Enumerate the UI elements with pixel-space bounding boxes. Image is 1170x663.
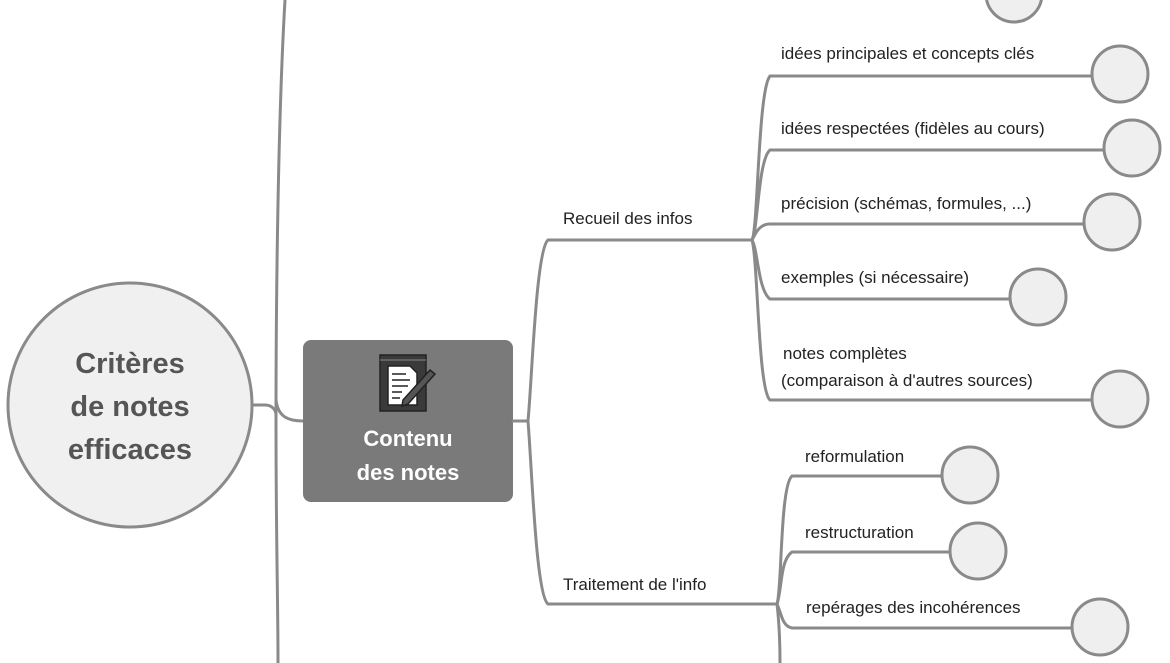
checkbox-circle[interactable] xyxy=(948,521,1008,581)
branch-label[interactable]: Traitement de l'info xyxy=(563,575,706,594)
root-title-line: Critères xyxy=(75,348,185,380)
root-node: Critères de notes efficaces xyxy=(6,281,254,529)
branch-line-traitement xyxy=(526,419,779,606)
root-connector xyxy=(250,403,278,417)
leaf-label[interactable]: idées respectées (fidèles au cours) xyxy=(781,119,1045,138)
checkbox-circle[interactable] xyxy=(1102,118,1162,178)
leaf-label[interactable]: précision (schémas, formules, ...) xyxy=(781,194,1031,213)
trunk-line xyxy=(274,0,287,663)
root-title-line: efficaces xyxy=(68,434,192,466)
checkbox-circle[interactable] xyxy=(1008,267,1068,327)
branch-label[interactable]: Recueil des infos xyxy=(563,209,692,228)
main-node[interactable]: Contenu des notes xyxy=(303,340,513,502)
checkbox-circle[interactable] xyxy=(985,0,1043,24)
main-node-title-line: des notes xyxy=(357,460,460,485)
checkbox-circle[interactable] xyxy=(1082,192,1142,252)
recueil-leaves: idées principales et concepts clés idées… xyxy=(750,44,1162,429)
root-title-line: de notes xyxy=(70,391,189,423)
leaf-label[interactable]: restructuration xyxy=(805,523,914,542)
leaf-label[interactable]: (comparaison à d'autres sources) xyxy=(781,371,1033,390)
main-node-connector xyxy=(274,398,305,423)
traitement-leaves: reformulation restructuration repérages … xyxy=(775,445,1130,663)
checkbox-circle[interactable] xyxy=(1090,44,1150,104)
checkbox-circle[interactable] xyxy=(940,445,1000,505)
leaf-label[interactable]: idées principales et concepts clés xyxy=(781,44,1034,63)
main-node-title-line: Contenu xyxy=(363,426,452,451)
branch-line-recueil xyxy=(526,238,754,423)
leaf-label[interactable]: reformulation xyxy=(805,447,904,466)
checkbox-circle[interactable] xyxy=(1090,369,1150,429)
document-edit-icon xyxy=(379,354,437,412)
leaf-label[interactable]: exemples (si nécessaire) xyxy=(781,268,969,287)
checkbox-circle[interactable] xyxy=(1070,597,1130,657)
leaf-label[interactable]: notes complètes xyxy=(783,344,907,363)
leaf-label[interactable]: repérages des incohérences xyxy=(806,598,1021,617)
